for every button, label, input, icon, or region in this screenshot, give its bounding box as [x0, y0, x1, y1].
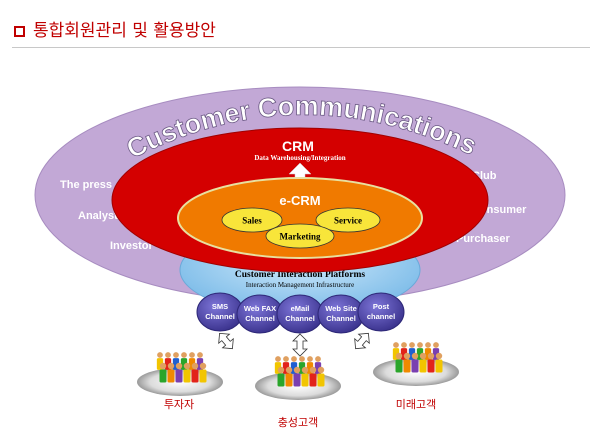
channel-webfax-line2: Channel	[245, 314, 275, 323]
bubble-marketing-label: Marketing	[280, 232, 321, 242]
ecrm-title: e-CRM	[279, 193, 320, 208]
cip-subtitle: Interaction Management Infrastructure	[246, 281, 354, 289]
channel-sms: SMS Channel	[196, 292, 244, 332]
channel-website-line2: Channel	[326, 314, 356, 323]
crm-title: CRM	[282, 138, 314, 154]
caption-future-customers: 미래고객	[395, 398, 437, 411]
label-the-press: The press	[60, 179, 112, 191]
caption-investors: 투자자	[163, 398, 195, 411]
page-title: 통합회원관리 및 활용방안	[14, 16, 216, 41]
title-divider	[12, 47, 590, 48]
ecrm-ellipse	[177, 177, 423, 259]
square-bullet-icon	[14, 26, 25, 37]
channel-website: Web Site Channel	[317, 294, 365, 334]
bubble-sales: Sales	[221, 207, 283, 233]
bubble-marketing: Marketing	[265, 223, 335, 249]
channel-post-line1: Post	[373, 302, 390, 311]
channel-email: eMail Channel	[276, 294, 324, 334]
label-purchaser: Purchaser	[456, 233, 511, 245]
channel-email-line1: eMail	[291, 304, 310, 313]
arrow-right-icon	[354, 332, 370, 350]
channel-sms-line2: Channel	[205, 312, 235, 321]
channel-webfax-line1: Web FAX	[244, 304, 276, 313]
bubble-service: Service	[315, 207, 381, 233]
cip-title: Customer Interaction Platforms	[235, 270, 365, 280]
crm-subtitle: Data Warehousing/Integration	[254, 154, 345, 162]
crowd-investors-icon	[137, 352, 223, 396]
arrow-left-icon	[218, 332, 234, 350]
bubble-sales-label: Sales	[242, 216, 262, 226]
channel-email-line2: Channel	[285, 314, 315, 323]
crowd-future-customers-icon	[373, 342, 459, 386]
arrow-center-icon	[292, 333, 308, 357]
caption-loyal-customers: 충성고객	[277, 416, 319, 429]
channel-webfax: Web FAX Channel	[236, 294, 284, 334]
page-title-text: 통합회원관리 및 활용방안	[33, 21, 216, 41]
bubble-service-label: Service	[334, 216, 362, 226]
channel-post-line2: channel	[367, 312, 395, 321]
label-investor: Investor	[110, 240, 154, 252]
channel-website-line1: Web Site	[325, 304, 357, 313]
channel-sms-line1: SMS	[212, 302, 228, 311]
label-analyst: Analyst	[78, 210, 118, 222]
channel-post: Post channel	[357, 292, 405, 332]
crowd-loyal-customers-icon	[255, 356, 341, 400]
